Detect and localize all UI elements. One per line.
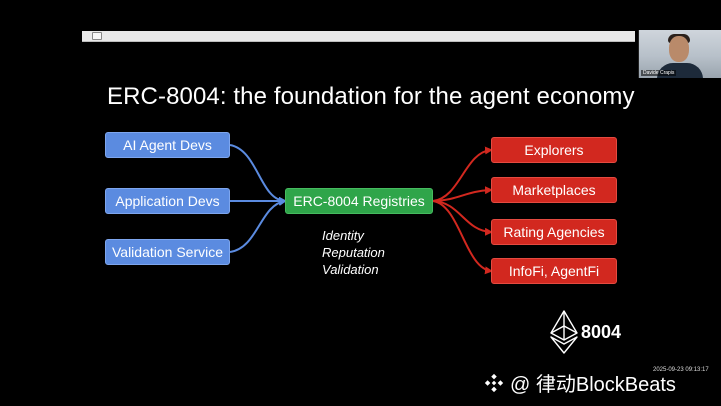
output-box-rating-agencies: Rating Agencies bbox=[491, 219, 617, 245]
arrow-infofi-agentfi bbox=[432, 200, 493, 275]
arrow-explorers bbox=[432, 146, 493, 202]
input-box-ai-agent-devs: AI Agent Devs bbox=[105, 132, 230, 158]
output-box-infofi-agentfi: InfoFi, AgentFi bbox=[491, 258, 617, 284]
input-box-application-devs: Application Devs bbox=[105, 188, 230, 214]
watermark: @ 律动BlockBeats bbox=[482, 368, 676, 397]
input-box-validation-service: Validation Service bbox=[105, 239, 230, 265]
recording-timestamp: 2025-09-23 09:13:17 bbox=[653, 367, 709, 373]
logo-text-8004: 8004 bbox=[581, 322, 622, 342]
hub-subitem-identity: Identity bbox=[322, 228, 364, 243]
arrow-marketplaces bbox=[432, 186, 493, 202]
arrow-ai-agent-devs bbox=[229, 144, 287, 205]
hub-subitem-reputation: Reputation bbox=[322, 245, 385, 260]
webcam-name: Davide Crapis bbox=[641, 70, 677, 76]
watermark-text: @ 律动BlockBeats bbox=[510, 374, 676, 396]
binance-logo-icon bbox=[484, 373, 504, 392]
output-box-explorers: Explorers bbox=[491, 137, 617, 163]
arrow-validation-service bbox=[229, 198, 287, 253]
hub-box-registries: ERC-8004 Registries bbox=[285, 188, 433, 214]
slide-title: ERC-8004: the foundation for the agent e… bbox=[107, 83, 635, 110]
window-icon[interactable] bbox=[92, 32, 102, 40]
browser-top-bar bbox=[82, 31, 635, 42]
hub-subitem-validation: Validation bbox=[322, 262, 379, 277]
webcam-overlay: Davide Crapis bbox=[638, 30, 721, 78]
ethereum-logo-icon bbox=[550, 310, 578, 354]
output-box-marketplaces: Marketplaces bbox=[491, 177, 617, 203]
webcam-face bbox=[669, 36, 689, 62]
arrow-rating-agencies bbox=[432, 200, 493, 236]
